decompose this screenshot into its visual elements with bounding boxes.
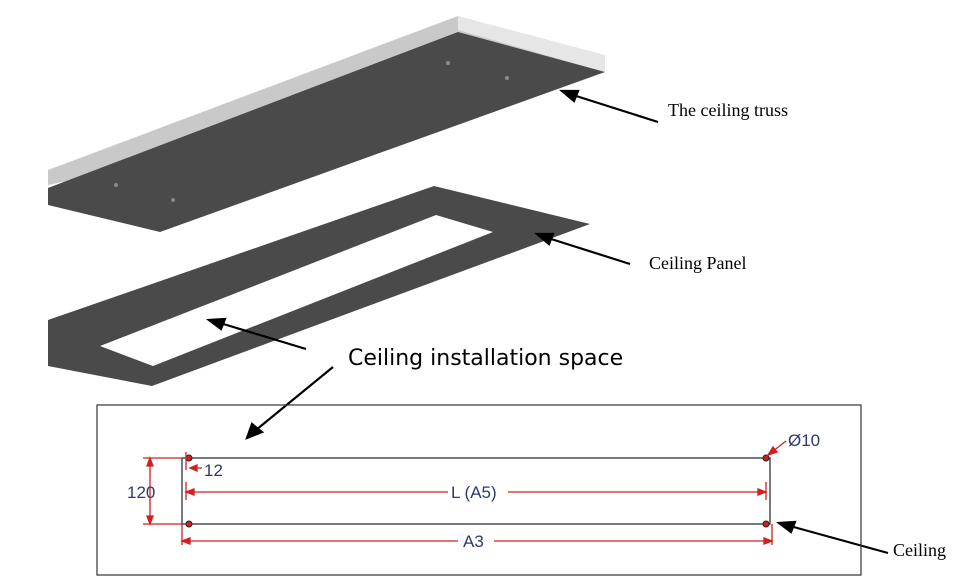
cutout-outline (181, 457, 771, 525)
drawing-frame (96, 404, 862, 576)
corner-holes (185, 454, 770, 528)
technical-drawing: Ø10 12 120 L (A5) A3 (96, 404, 862, 576)
truss-top-highlight (458, 16, 605, 72)
label-ceiling-panel: Ceiling Panel (649, 253, 747, 273)
dim-outer-length: A3 (463, 532, 484, 551)
hole-top-right (762, 454, 770, 462)
hole-bottom-right (762, 520, 770, 528)
dim-edge-offset: 12 (204, 461, 223, 480)
dim-inner-length: L (A5) (451, 483, 497, 502)
label-ceiling-truss: The ceiling truss (668, 100, 788, 120)
ceiling-panel (48, 186, 590, 386)
dim-height: 120 (127, 483, 155, 502)
callout-arrows (205, 89, 889, 555)
dimension-lines (143, 440, 787, 545)
label-ceiling: Ceiling (893, 540, 946, 560)
panel-frame (48, 186, 590, 386)
hole-top-left (185, 454, 193, 462)
truss-screw (446, 61, 450, 65)
ceiling-truss (48, 16, 605, 232)
label-installation-space: Ceiling installation space (348, 346, 623, 371)
hole-bottom-left (185, 520, 193, 528)
truss-screw (171, 198, 175, 202)
truss-screw (505, 76, 509, 80)
truss-screw (114, 183, 118, 187)
dim-diameter: Ø10 (788, 431, 820, 450)
truss-bottom-face (48, 32, 605, 232)
